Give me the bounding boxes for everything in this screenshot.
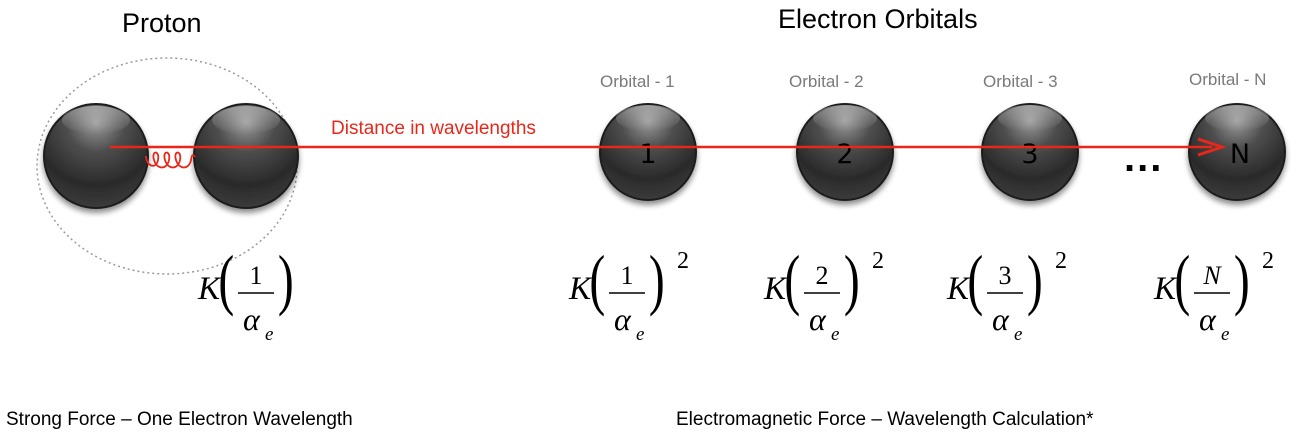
svg-text:K: K [946,271,971,307]
svg-text:α: α [809,301,827,337]
svg-text:K: K [568,271,593,307]
svg-text:3: 3 [999,261,1012,290]
proton-heading: Proton [122,8,202,38]
svg-text:(: ( [967,242,983,317]
svg-text:(: ( [784,242,800,317]
orbital-label-3: Orbital - 3 [983,72,1058,91]
svg-text:): ) [649,242,665,317]
proton-sphere-left [43,103,149,209]
svg-text:(: ( [1174,242,1190,317]
orbital-sphere-n [1188,103,1286,201]
svg-text:): ) [1234,242,1250,317]
distance-label: Distance in wavelengths [331,118,536,139]
caption-strong-force: Strong Force – One Electron Wavelength [6,409,353,430]
orbital-sphere-3 [981,103,1079,201]
svg-text:(: ( [589,242,605,317]
svg-text:K: K [197,271,222,307]
sphere-number-2: 2 [836,139,853,170]
svg-text:K: K [1153,271,1178,307]
open-paren: ( [218,242,234,317]
svg-text:1: 1 [250,261,263,290]
svg-text:K: K [763,271,788,307]
svg-text:e: e [1014,324,1022,345]
svg-text:): ) [1027,242,1043,317]
proton-sphere-right [193,103,299,209]
sphere-number-3: 3 [1021,139,1038,170]
orbital-sphere-2 [796,103,894,201]
svg-text:e: e [636,324,644,345]
orbital-label-2: Orbital - 2 [789,72,864,91]
svg-text:α: α [1199,301,1217,337]
orbital-sphere-1 [599,103,697,201]
svg-text:e: e [1221,324,1229,345]
orbital-formula-2: K ( 2 α e ) 2 [763,242,884,345]
orbital-label-1: Orbital - 1 [600,72,675,91]
svg-text:e: e [265,324,273,345]
svg-text:e: e [831,324,839,345]
orbital-label-n: Orbital - N [1189,70,1267,89]
svg-text:2: 2 [816,261,829,290]
proton-formula: K ( 1 α e ) [197,242,294,345]
svg-text:2: 2 [677,248,689,274]
svg-text:α: α [992,301,1010,337]
electron-orbitals-heading: Electron Orbitals [778,4,978,34]
ellipsis: ... [1124,136,1164,180]
orbital-formula-3: K ( 3 α e ) 2 [946,242,1067,345]
spring-coil [145,151,196,169]
svg-text:2: 2 [872,248,884,274]
svg-text:α: α [614,301,632,337]
svg-text:): ) [844,242,860,317]
svg-text:2: 2 [1262,248,1274,274]
orbital-formula-n: K ( N α e ) 2 [1153,242,1274,345]
svg-text:α: α [243,301,261,337]
distance-arrow-head [1197,137,1227,157]
svg-text:2: 2 [1055,248,1067,274]
close-paren: ) [278,242,294,317]
sphere-number-n: N [1230,139,1250,170]
sphere-number-1: 1 [639,139,656,170]
orbital-formula-1: K ( 1 α e ) 2 [568,242,689,345]
svg-text:1: 1 [621,261,634,290]
caption-electromagnetic-force: Electromagnetic Force – Wavelength Calcu… [676,409,1094,430]
svg-text:N: N [1202,261,1222,290]
